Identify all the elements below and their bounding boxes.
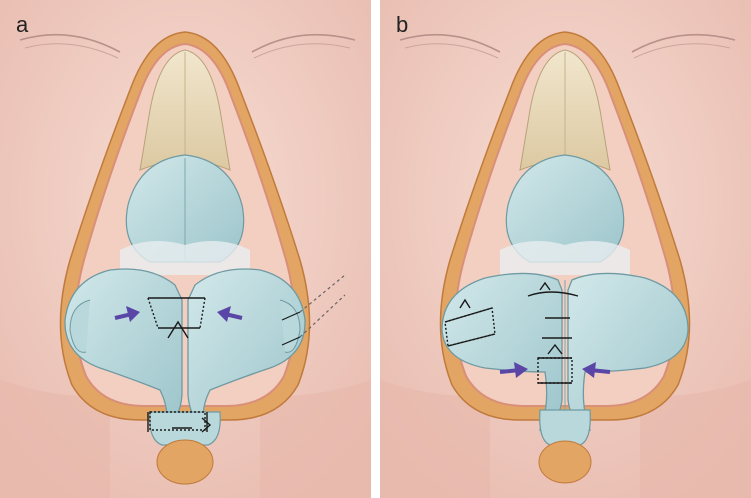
lateral-crural-suture [281, 274, 346, 346]
dome-suture [527, 281, 579, 339]
left-arrow-icon [499, 362, 528, 378]
left-eyelid [399, 33, 501, 53]
panel-label-b: b [396, 12, 409, 37]
right-eyelid [251, 33, 356, 53]
right-eyelid [631, 33, 736, 53]
lateral-crural-suture [444, 298, 496, 347]
panel-b: b [380, 0, 751, 498]
nasal-tip-fat [156, 439, 214, 485]
right-arrow-icon [582, 362, 611, 378]
left-eyelid [19, 33, 121, 53]
left-arrow-icon [114, 306, 140, 322]
panel-label-a: a [16, 12, 29, 37]
nose-illustration-a [0, 0, 371, 498]
interdomal-suture [147, 297, 206, 339]
interdomal-suture [537, 343, 573, 384]
panel-a: a [0, 0, 371, 498]
columella [539, 409, 591, 446]
columellar-suture [147, 411, 212, 433]
nose-illustration-b [380, 0, 751, 498]
right-arrow-icon [217, 306, 243, 322]
nasal-tip-fat [538, 440, 592, 484]
